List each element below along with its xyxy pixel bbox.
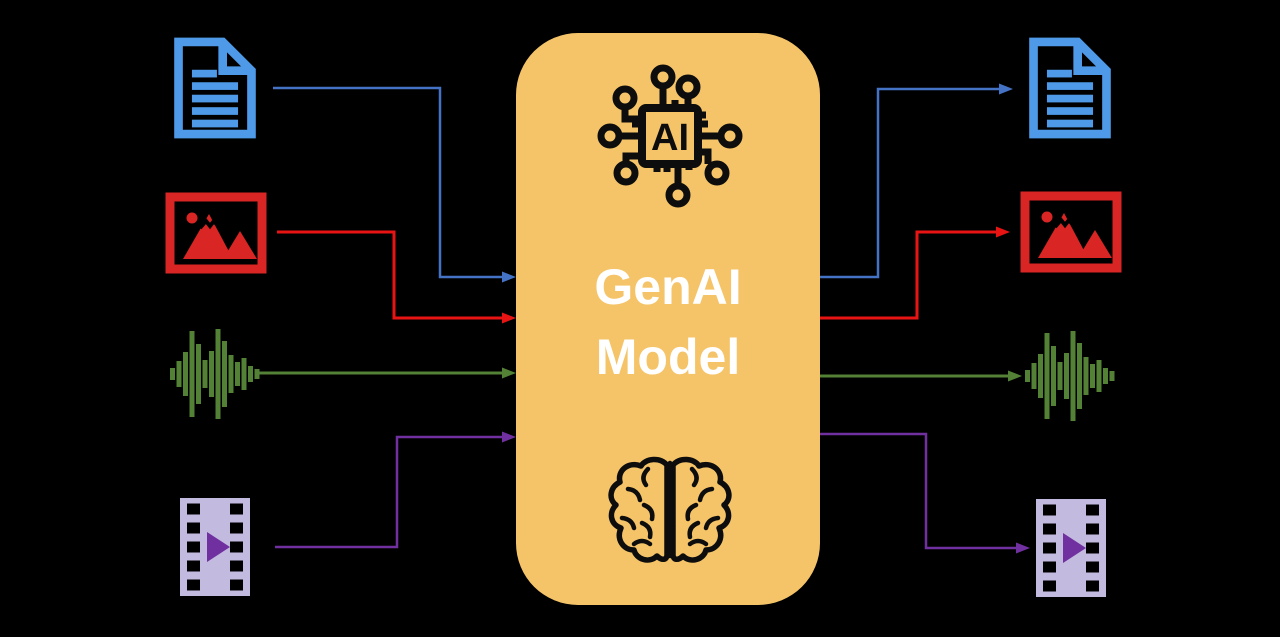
output-audio-waveform-icon <box>1025 331 1115 421</box>
arrowhead <box>502 271 516 283</box>
chip-ai-label: AI <box>651 117 689 159</box>
model-label-line1: GenAI <box>594 259 741 315</box>
video-input-arrow <box>275 431 516 549</box>
output-document-icon <box>1034 42 1107 134</box>
arrowhead <box>502 431 516 443</box>
input-document-icon <box>179 42 252 134</box>
input-audio-waveform-icon <box>170 329 260 419</box>
audio-input-arrow <box>256 367 516 379</box>
arrowhead <box>1016 542 1030 554</box>
arrowhead <box>996 226 1010 238</box>
arrowhead <box>999 83 1013 95</box>
brain-icon <box>608 456 732 563</box>
output-image-icon <box>1025 196 1117 268</box>
arrowhead <box>502 312 516 324</box>
genai-model-box <box>516 33 820 605</box>
text-input-arrow <box>273 86 516 283</box>
audio-output-arrow <box>820 370 1022 382</box>
text-output-arrow <box>820 83 1013 279</box>
image-input-arrow <box>277 230 516 324</box>
arrowhead <box>1008 370 1022 382</box>
input-video-film-icon <box>180 498 250 596</box>
video-output-arrow <box>820 432 1030 554</box>
output-video-film-icon <box>1036 499 1106 597</box>
input-image-icon <box>170 197 262 269</box>
image-output-arrow <box>820 226 1010 320</box>
model-label-line2: Model <box>596 329 740 385</box>
arrowhead <box>502 367 516 379</box>
ai-chip-icon: AI <box>597 64 743 208</box>
